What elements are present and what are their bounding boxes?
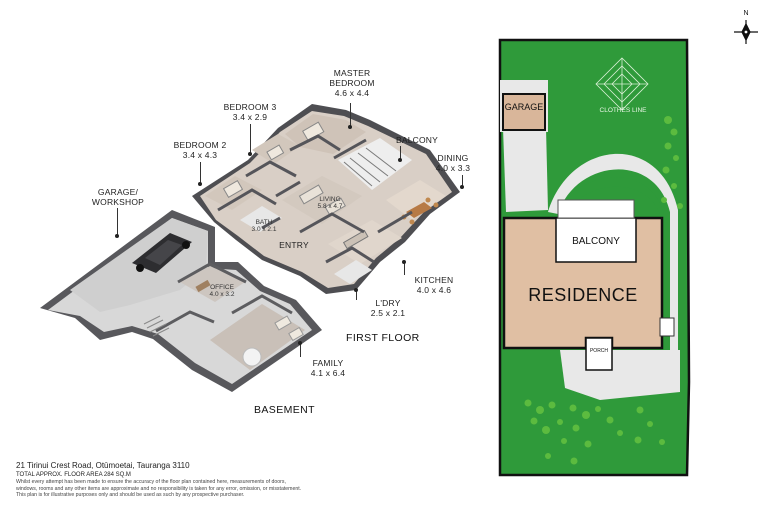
dining-leader bbox=[462, 175, 463, 187]
dining-size: 4.0 x 3.3 bbox=[435, 163, 471, 173]
entry-label: ENTRY bbox=[272, 240, 316, 250]
car-icon bbox=[132, 233, 192, 273]
family-leader bbox=[300, 343, 301, 357]
bedroom3-dot bbox=[248, 152, 252, 156]
dining-dot bbox=[460, 185, 464, 189]
master-bedroom-leader bbox=[350, 103, 351, 127]
total-area: TOTAL APPROX. FLOOR AREA 284 SQ.M bbox=[16, 472, 131, 478]
laundry-leader bbox=[356, 290, 357, 300]
porch-label: PORCH bbox=[589, 348, 609, 354]
site-balcony-label: BALCONY bbox=[572, 236, 620, 247]
office-name: OFFICE bbox=[210, 284, 234, 291]
bedroom2-dot bbox=[198, 182, 202, 186]
bedroom2-size: 3.4 x 4.3 bbox=[182, 150, 218, 160]
bedroom2-label: BEDROOM 2 3.4 x 4.3 bbox=[168, 140, 232, 160]
living-size: 5.8 x 4.7 bbox=[317, 203, 343, 210]
address: 21 Tirinui Crest Road, Otūmoetai, Tauran… bbox=[16, 461, 190, 470]
office-size: 4.0 x 3.2 bbox=[209, 291, 235, 298]
garage-dot bbox=[115, 234, 119, 238]
kitchen-label: KITCHEN 4.0 x 4.6 bbox=[410, 275, 458, 295]
garage-workshop-label: GARAGE/ WORKSHOP bbox=[86, 187, 150, 207]
master-bedroom-name-1: MASTER bbox=[333, 68, 371, 78]
garage-workshop-name-2: WORKSHOP bbox=[91, 197, 145, 207]
garage-workshop-name-1: GARAGE/ bbox=[97, 187, 139, 197]
living-label: LIVING 5.8 x 4.7 bbox=[310, 196, 350, 210]
family-name: FAMILY bbox=[312, 358, 344, 368]
footer: 21 Tirinui Crest Road, Otūmoetai, Tauran… bbox=[16, 461, 346, 499]
basement-title: BASEMENT bbox=[254, 404, 315, 416]
office-label: OFFICE 4.0 x 3.2 bbox=[200, 284, 244, 298]
family-dot bbox=[298, 341, 302, 345]
laundry-name: L'DRY bbox=[375, 298, 401, 308]
balcony-dot bbox=[398, 158, 402, 162]
master-bedroom-size: 4.6 x 4.4 bbox=[334, 88, 370, 98]
master-bedroom-dot bbox=[348, 125, 352, 129]
bedroom3-label: BEDROOM 3 3.4 x 2.9 bbox=[218, 102, 282, 122]
entry-name: ENTRY bbox=[279, 240, 309, 250]
kitchen-name: KITCHEN bbox=[414, 275, 454, 285]
clothes-line-label: CLOTHES LINE bbox=[599, 107, 647, 114]
laundry-label: L'DRY 2.5 x 2.1 bbox=[364, 298, 412, 318]
dining-label: DINING 4.0 x 3.3 bbox=[428, 153, 478, 173]
site-plan bbox=[498, 38, 691, 477]
first-floor-plan bbox=[192, 104, 460, 294]
kitchen-leader bbox=[404, 262, 405, 275]
kitchen-dot bbox=[402, 260, 406, 264]
first-floor-title: FIRST FLOOR bbox=[346, 332, 420, 344]
balcony-name: BALCONY bbox=[395, 135, 439, 145]
bedroom3-leader bbox=[250, 124, 251, 154]
site-garage-label: GARAGE bbox=[504, 102, 544, 112]
family-label: FAMILY 4.1 x 6.4 bbox=[306, 358, 350, 378]
bedroom3-name: BEDROOM 3 bbox=[223, 102, 277, 112]
disclaimer-2: windows, rooms and any other items are a… bbox=[16, 485, 302, 492]
dining-name: DINING bbox=[437, 153, 469, 163]
balcony-leader bbox=[400, 146, 401, 160]
clothes-line-icon bbox=[595, 57, 649, 111]
laundry-dot bbox=[354, 288, 358, 292]
bath-size: 3.0 x 2.1 bbox=[251, 226, 277, 233]
bedroom2-name: BEDROOM 2 bbox=[173, 140, 227, 150]
disclaimer-1: Whilst every attempt has been made to en… bbox=[16, 479, 286, 485]
family-size: 4.1 x 6.4 bbox=[310, 368, 346, 378]
north-compass-icon bbox=[734, 20, 758, 44]
disclaimer-3: This plan is for illustrative purposes o… bbox=[16, 492, 245, 499]
north-label: N bbox=[743, 10, 749, 17]
balcony-label: BALCONY bbox=[390, 135, 444, 145]
bath-label: BATH 3.0 x 2.1 bbox=[244, 219, 284, 233]
garage-leader bbox=[117, 208, 118, 236]
bedroom2-leader bbox=[200, 162, 201, 184]
basement-plan bbox=[40, 210, 322, 392]
laundry-size: 2.5 x 2.1 bbox=[370, 308, 406, 318]
master-bedroom-name-2: BEDROOM bbox=[329, 78, 375, 88]
kitchen-size: 4.0 x 4.6 bbox=[416, 285, 452, 295]
master-bedroom-label: MASTER BEDROOM 4.6 x 4.4 bbox=[320, 68, 384, 98]
residence-label: RESIDENCE bbox=[528, 285, 638, 305]
bedroom3-size: 3.4 x 2.9 bbox=[232, 112, 268, 122]
bath-name: BATH bbox=[255, 219, 273, 226]
tree-icons bbox=[524, 116, 683, 465]
living-name: LIVING bbox=[319, 196, 341, 203]
